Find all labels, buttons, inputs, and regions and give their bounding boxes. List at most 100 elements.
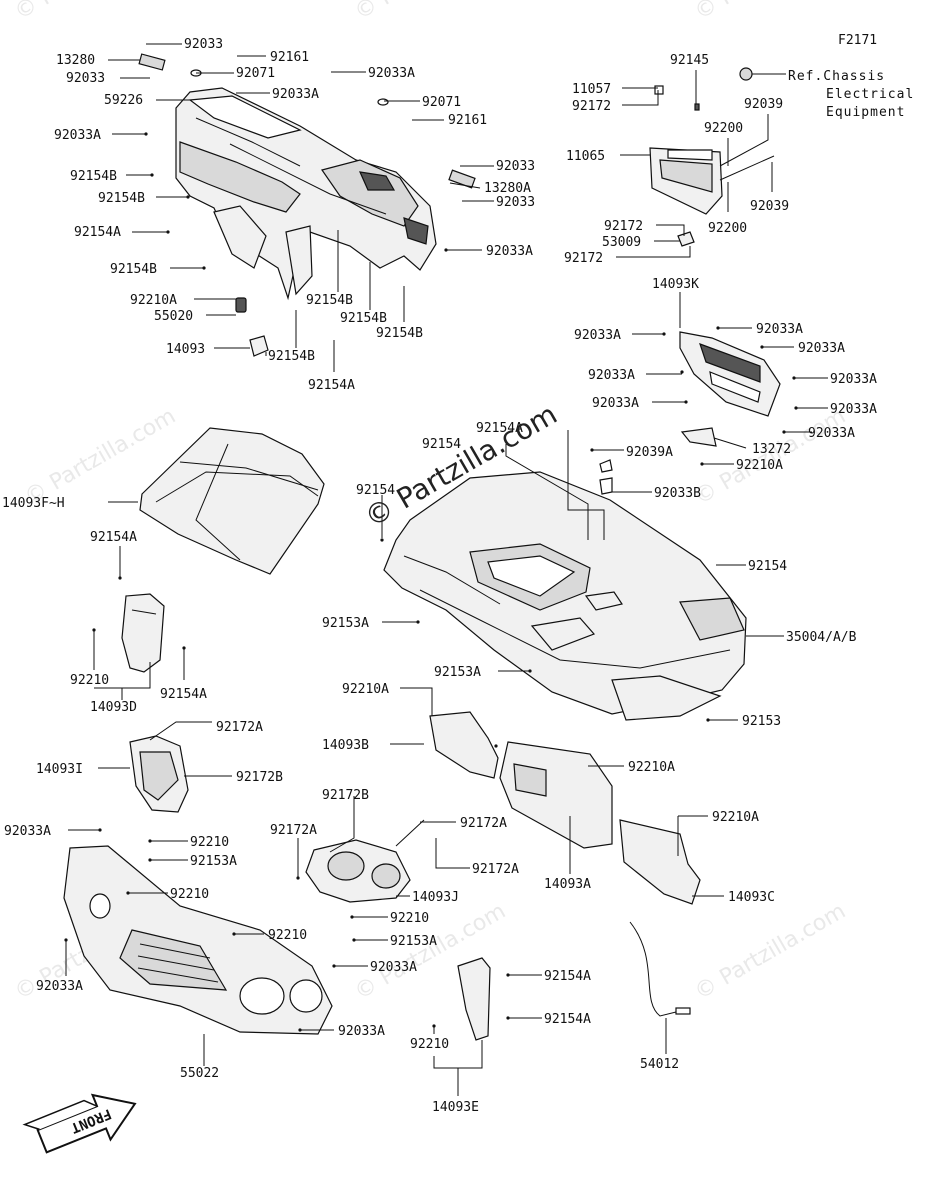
part-number-label: 92033A [808,426,855,441]
part-number-label: 92210 [410,1037,449,1052]
faint-watermark: © Partzilla.com [691,899,851,1006]
part-number-label: 92154A [90,530,137,545]
part-number-label: 14093A [544,877,591,892]
part-number-label: 92210 [390,911,429,926]
part-number-label: 92033 [66,71,105,86]
roof-panel [139,427,325,575]
part-number-label: 92033A [4,824,51,839]
part-number-label: 92033A [574,328,621,343]
part-number-label: 92033B [654,486,701,501]
part-number-label: 92172 [604,219,643,234]
part-number-label: 92172A [460,816,507,831]
part-number-label: 92172A [270,823,317,838]
cable-54012 [629,921,691,1017]
part-number-label: 92153A [190,854,237,869]
part-number-label: 92033 [496,195,535,210]
part-number-label: 92210A [712,810,759,825]
hood [383,471,747,721]
part-number-label: 35004/A/B [786,630,857,645]
part-number-label: 92154B [70,169,117,184]
part-number-label: 92154B [98,191,145,206]
part-number-label: 92172A [472,862,519,877]
part-number-label: 14093B [322,738,369,753]
part-number-label: 92172B [236,770,283,785]
part-number-label: 92033A [756,322,803,337]
part-number-label: 14093J [412,890,459,905]
part-number-label: 92154A [160,687,207,702]
part-number-label: 92153A [322,616,369,631]
part-number-label: 92033A [368,66,415,81]
reference-note: Ref.Chassis Electrical Equipment [752,69,914,120]
cover-14093K [599,331,781,495]
part-number-label: 14093K [652,277,699,292]
reference-line: Equipment [826,105,905,120]
part-number-label: 92039A [626,445,673,460]
reference-line: Electrical [826,87,914,102]
part-number-label: 92154A [544,1012,591,1027]
part-number-label: 92200 [704,121,743,136]
part-number-label: 92033A [798,341,845,356]
part-number-label: 92154B [376,326,423,341]
part-number-label: 14093I [36,762,83,777]
part-number-label: 92071 [422,95,461,110]
part-number-label: 92153A [390,934,437,949]
part-number-label: 92154A [476,421,523,436]
part-number-label: 92154 [422,437,461,452]
part-number-label: 11065 [566,149,605,164]
part-number-label: 92161 [270,50,309,65]
part-number-label: 92153 [742,714,781,729]
part-number-label: 92033A [486,244,533,259]
part-number-label: 92033 [496,159,535,174]
part-number-label: 92210A [130,293,177,308]
part-number-label: 92033A [830,372,877,387]
part-number-label: 92033A [588,368,635,383]
part-number-label: 92154A [308,378,355,393]
part-number-label: 92210 [190,835,229,850]
faint-watermark: © Partzilla.com [11,0,171,25]
part-number-label: 92172 [564,251,603,266]
part-number-label: 92033A [592,396,639,411]
part-number-label: 92154B [268,349,315,364]
part-number-label: 13280A [484,181,531,196]
part-number-label: 92154B [306,293,353,308]
part-number-label: 92071 [236,66,275,81]
reference-line: Ref.Chassis [788,69,885,84]
part-number-label: 14093F~H [2,496,65,511]
faint-watermark: © Partzilla.com [351,0,511,25]
part-number-label: 92039 [744,97,783,112]
part-number-label: 14093D [90,700,137,715]
part-number-label: 92210 [70,673,109,688]
part-number-label: 92033A [370,960,417,975]
part-number-label: 14093E [432,1100,479,1115]
part-number-label: 55022 [180,1066,219,1081]
figure-id: F2171 [838,33,877,48]
part-number-label: 92033A [54,128,101,143]
part-number-label: 54012 [640,1057,679,1072]
part-number-label: 92039 [750,199,789,214]
part-number-label: 92154A [74,225,121,240]
front-arrow-icon: FRONT [22,1093,137,1154]
part-number-label: 53009 [602,235,641,250]
part-number-label: 92210A [736,458,783,473]
part-14093I [129,735,189,813]
part-number-label: 92154B [110,262,157,277]
top-hardware [138,53,753,357]
part-number-label: 92033A [830,402,877,417]
part-number-label: 92154 [748,559,787,574]
part-number-label: 92033A [36,979,83,994]
part-number-label: 92172A [216,720,263,735]
part-number-label: 11057 [572,82,611,97]
part-number-label: 92200 [708,221,747,236]
part-number-label: 92210A [628,760,675,775]
part-number-label: 92210 [170,887,209,902]
part-number-label: 92033A [272,87,319,102]
part-number-label: 59226 [104,93,143,108]
part-number-label: 92153A [434,665,481,680]
part-number-label: 92154 [356,483,395,498]
part-number-label: 55020 [154,309,193,324]
pillar-14093E [457,957,491,1041]
bracket-14093D [121,593,165,673]
part-number-label: 14093 [166,342,205,357]
upper-dash-frame [175,87,437,301]
